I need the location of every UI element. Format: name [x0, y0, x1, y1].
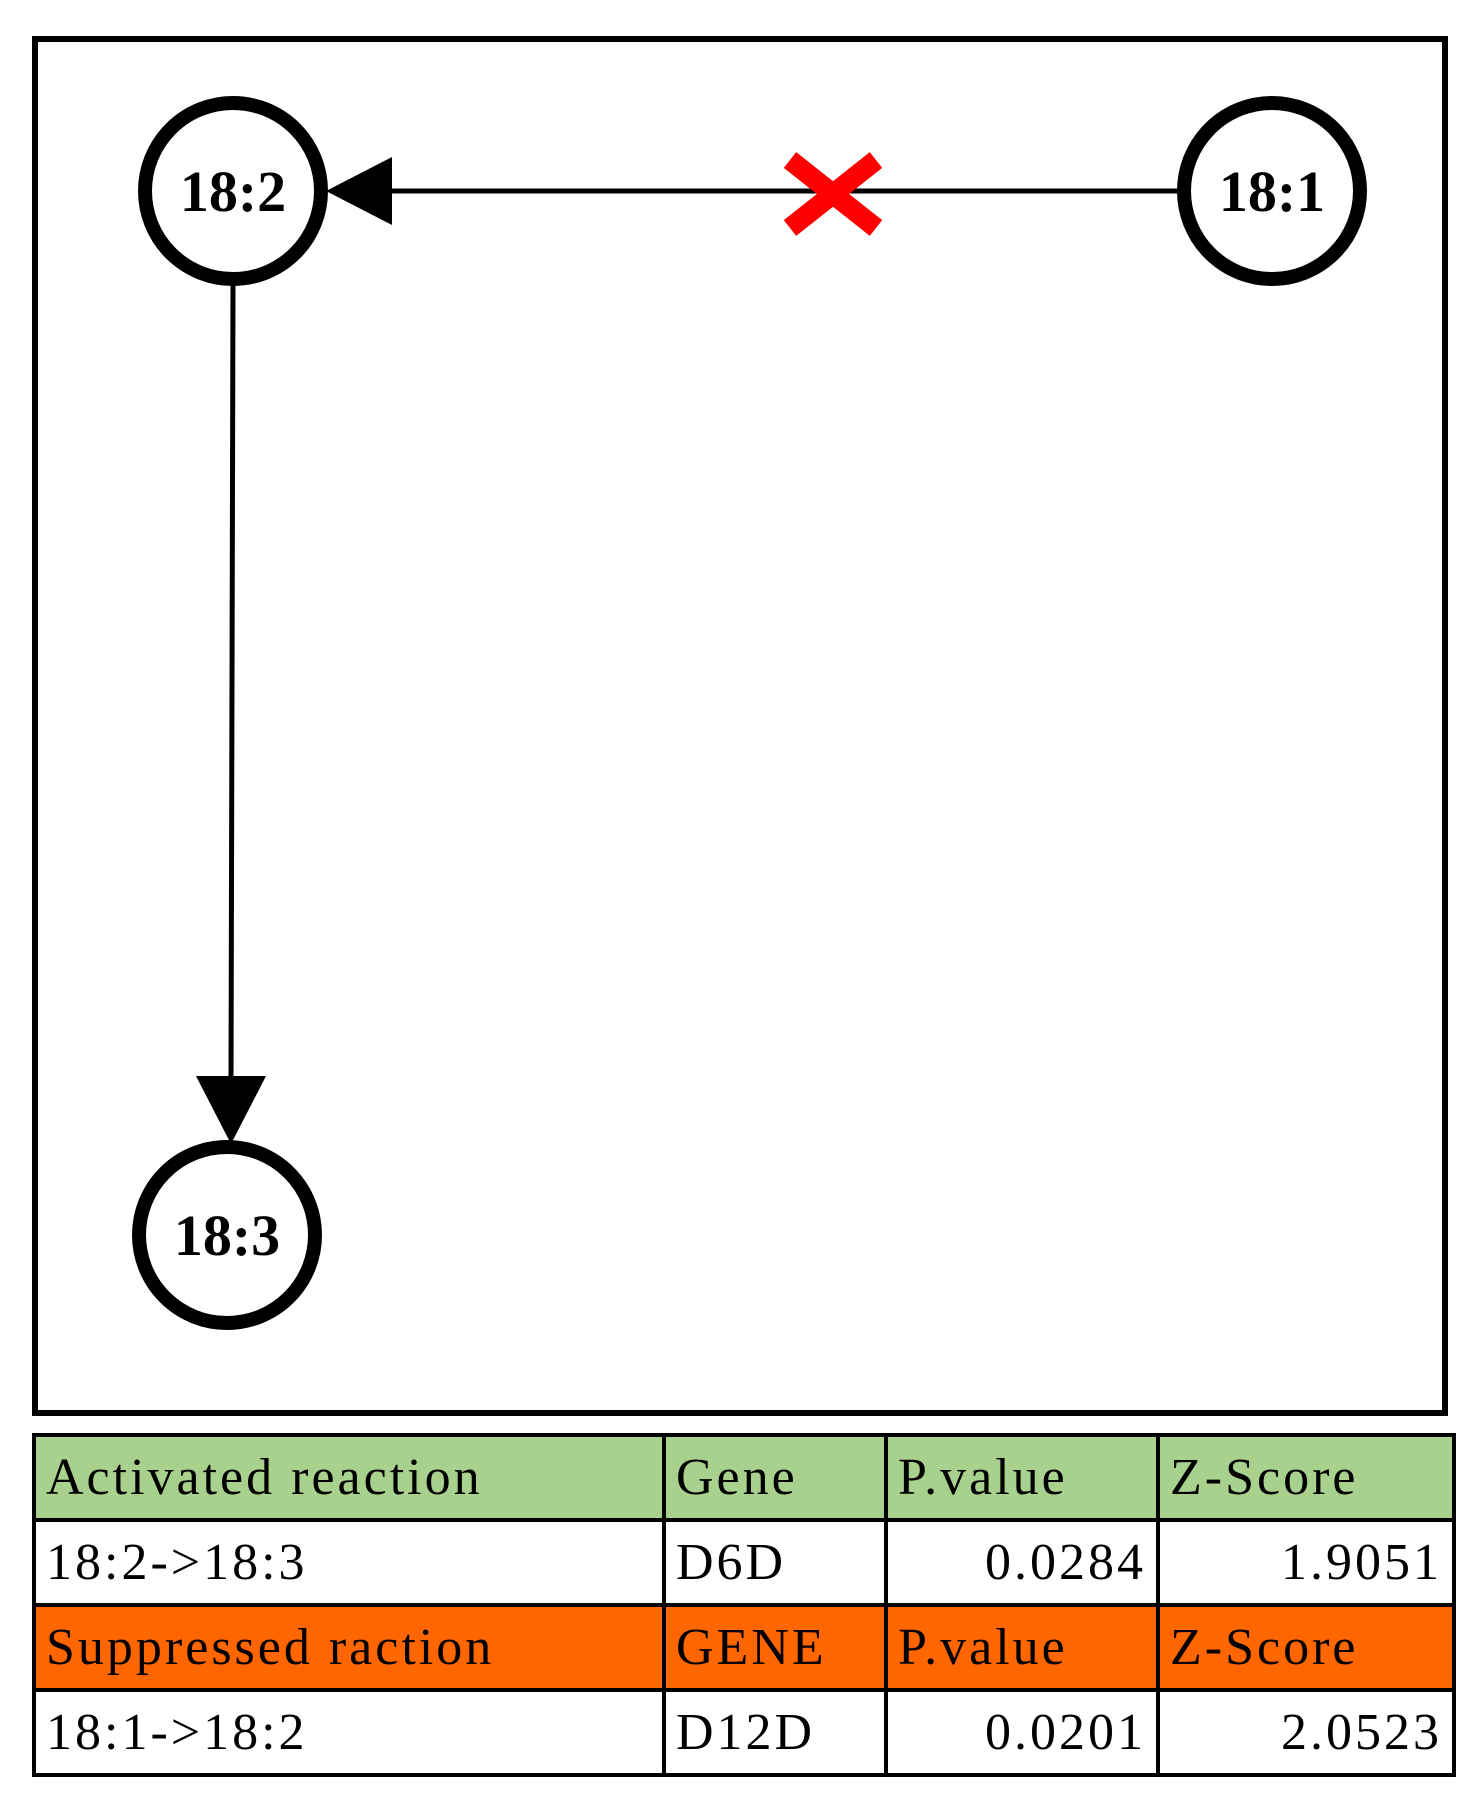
suppressed-value-row: 18:1->18:2 D12D 0.0201 2.0523	[32, 1688, 1456, 1777]
node-18-1: 18:1	[1177, 96, 1367, 286]
node-label: 18:2	[180, 159, 286, 224]
p-value-cell: 0.0284	[884, 1518, 1160, 1607]
column-header: Gene	[662, 1433, 888, 1522]
column-header: Activated reaction	[32, 1433, 666, 1522]
blocked-reaction-icon	[783, 152, 883, 236]
suppressed-header-row: Suppressed raction GENE P.value Z-Score	[32, 1603, 1456, 1692]
arrowhead-182	[326, 157, 392, 225]
column-header: P.value	[884, 1603, 1160, 1692]
column-header: Z-Score	[1156, 1603, 1456, 1692]
node-label: 18:3	[174, 1203, 280, 1268]
column-header: GENE	[662, 1603, 888, 1692]
gene-cell: D12D	[662, 1688, 888, 1777]
arrowhead-183	[196, 1076, 266, 1144]
reaction-results-table: Activated reaction Gene P.value Z-Score …	[32, 1433, 1456, 1777]
column-header: P.value	[884, 1433, 1160, 1522]
node-label: 18:1	[1219, 159, 1325, 224]
node-18-2: 18:2	[138, 96, 328, 286]
gene-cell: D6D	[662, 1518, 888, 1607]
node-18-3: 18:3	[132, 1140, 322, 1330]
column-header: Z-Score	[1156, 1433, 1456, 1522]
p-value-cell: 0.0201	[884, 1688, 1160, 1777]
activated-value-row: 18:2->18:3 D6D 0.0284 1.9051	[32, 1518, 1456, 1607]
reaction-cell: 18:1->18:2	[32, 1688, 666, 1777]
column-header: Suppressed raction	[32, 1603, 666, 1692]
reaction-cell: 18:2->18:3	[32, 1518, 666, 1607]
z-score-cell: 1.9051	[1156, 1518, 1456, 1607]
activated-header-row: Activated reaction Gene P.value Z-Score	[32, 1433, 1456, 1522]
z-score-cell: 2.0523	[1156, 1688, 1456, 1777]
edge-182-to-183	[228, 283, 236, 1081]
